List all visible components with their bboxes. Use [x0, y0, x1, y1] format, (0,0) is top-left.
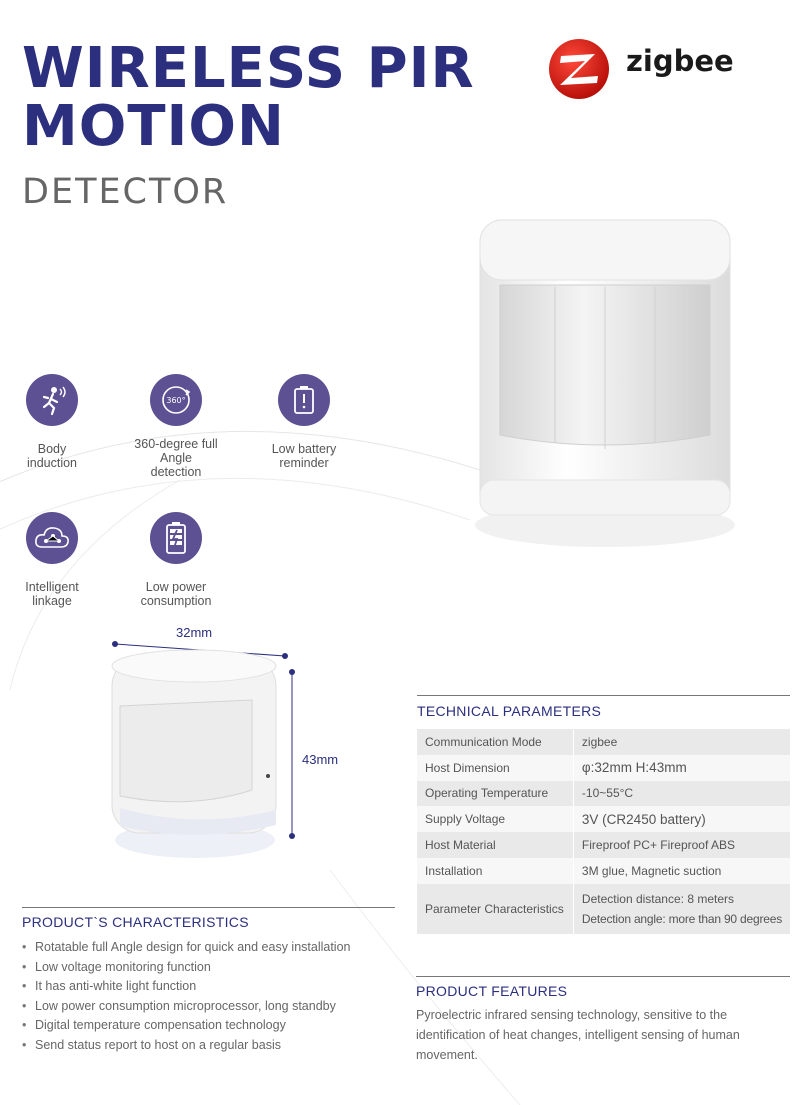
features-title: PRODUCT FEATURES: [416, 983, 568, 999]
svg-text:360°: 360°: [166, 396, 185, 405]
feature-low-power-consumption: Low power consumption: [121, 512, 231, 608]
characteristics-list: Rotatable full Angle design for quick an…: [22, 938, 350, 1056]
page-title: WIRELESS PIR MOTION: [22, 40, 475, 156]
page-subtitle: DETECTOR: [22, 172, 229, 212]
table-row: Operating Temperature -10~55°C: [417, 780, 790, 807]
list-item: Low power consumption microprocessor, lo…: [22, 997, 350, 1017]
param-key: Host Material: [417, 832, 574, 858]
param-value: 3M glue, Magnetic suction: [573, 857, 790, 884]
tech-params-table: Communication Mode zigbee Host Dimension…: [417, 729, 790, 934]
cloud-network-icon: [26, 512, 78, 564]
table-row: Supply Voltage 3V (CR2450 battery): [417, 806, 790, 833]
feature-intelligent-linkage: Intelligent linkage: [0, 512, 107, 608]
param-key: Operating Temperature: [417, 780, 574, 807]
characteristics-title: PRODUCT`S CHARACTERISTICS: [22, 914, 249, 930]
list-item: Rotatable full Angle design for quick an…: [22, 938, 350, 958]
param-key: Communication Mode: [417, 729, 574, 755]
title-line-1: WIRELESS PIR: [22, 36, 475, 101]
dimension-width-label: 32mm: [176, 625, 213, 640]
param-value: Fireproof PC+ Fireproof ABS: [573, 832, 790, 858]
param-key: Parameter Characteristics: [417, 883, 574, 934]
feature-low-battery-reminder: Low battery reminder: [249, 374, 359, 470]
motion-sensor-image: [475, 219, 735, 547]
dimension-diagram: [111, 641, 295, 858]
feature-body-induction: Body induction: [0, 374, 107, 470]
list-item: It has anti-white light function: [22, 977, 350, 997]
running-person-icon: [26, 374, 78, 426]
table-row: Host Material Fireproof PC+ Fireproof AB…: [417, 832, 790, 858]
list-item: Low voltage monitoring function: [22, 958, 350, 978]
param-value: -10~55°C: [573, 780, 790, 807]
feature-360-detection: 360° 360-degree full Angle detection: [121, 374, 231, 479]
brand-name: zigbee: [626, 44, 734, 78]
dimension-height-label: 43mm: [302, 752, 339, 767]
tech-params-title: TECHNICAL PARAMETERS: [417, 703, 602, 719]
table-row: Parameter Characteristics Detection dist…: [417, 883, 790, 934]
table-row: Host Dimension φ:32mm H:43mm: [417, 754, 790, 781]
table-row: Communication Mode zigbee: [417, 729, 790, 755]
list-item: Send status report to host on a regular …: [22, 1036, 350, 1056]
param-value: φ:32mm H:43mm: [573, 754, 790, 781]
param-key: Host Dimension: [417, 754, 574, 781]
features-description: Pyroelectric infrared sensing technology…: [416, 1008, 740, 1062]
param-value: 3V (CR2450 battery): [573, 806, 790, 833]
tech-params-divider: [417, 695, 790, 696]
characteristics-divider: [22, 907, 395, 908]
list-item: Digital temperature compensation technol…: [22, 1016, 350, 1036]
title-line-2: MOTION: [22, 94, 285, 159]
param-value: zigbee: [573, 729, 790, 755]
param-value: Detection distance: 8 meters Detection a…: [573, 883, 790, 934]
param-key: Supply Voltage: [417, 806, 574, 833]
features-divider: [416, 976, 790, 977]
battery-charge-icon: [150, 512, 202, 564]
low-battery-alert-icon: [278, 374, 330, 426]
zigbee-logo-icon: [549, 39, 609, 99]
table-row: Installation 3M glue, Magnetic suction: [417, 857, 790, 884]
360-degree-icon: 360°: [150, 374, 202, 426]
param-key: Installation: [417, 857, 574, 884]
